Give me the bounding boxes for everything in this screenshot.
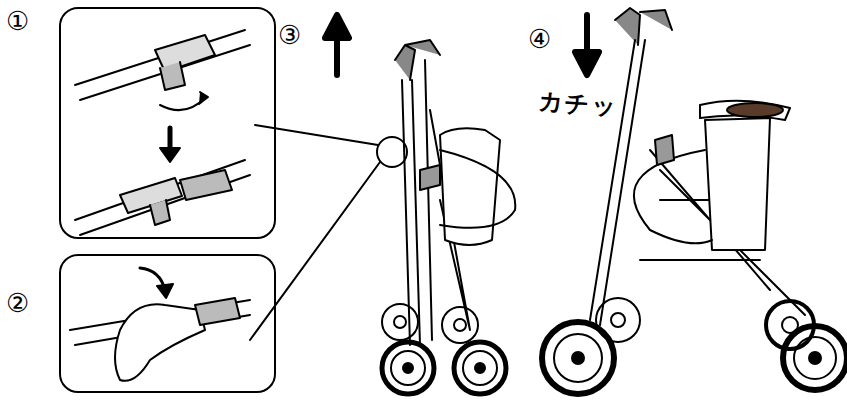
lever: [195, 298, 240, 325]
wheels: [382, 304, 506, 394]
step-number: ④: [528, 26, 551, 52]
joint: [655, 135, 674, 165]
leader-line: [250, 125, 380, 340]
lever-open: [180, 170, 232, 200]
press-arrow-head: [157, 284, 173, 298]
handle: [395, 40, 440, 80]
sound-effect: カチッ: [537, 89, 619, 119]
seat: [700, 101, 790, 120]
joint: [420, 165, 440, 190]
down-arrow: [575, 15, 599, 75]
lever-clip: [160, 62, 185, 90]
lever-clip: [150, 200, 170, 225]
bag-strap: [440, 150, 515, 228]
hand: [115, 304, 205, 381]
frame: [590, 40, 805, 325]
step-number: ③: [278, 22, 301, 48]
seat-pad: [727, 103, 783, 117]
inset-frame: [60, 8, 275, 238]
lever: [155, 35, 215, 72]
down-arrow-head: [160, 148, 180, 162]
wheels: [542, 298, 847, 394]
bag: [705, 118, 770, 250]
bag-strap: [634, 150, 712, 243]
up-arrow: [325, 15, 349, 75]
handle: [615, 8, 672, 45]
detail-circle: [377, 137, 407, 167]
tube: [75, 30, 250, 100]
down-arrow: [168, 128, 173, 150]
tube: [75, 160, 250, 235]
step-number: ②: [6, 290, 29, 316]
inset-frame: [60, 255, 275, 392]
rotate-arrow-head: [199, 92, 208, 104]
step-number: ①: [6, 8, 29, 34]
